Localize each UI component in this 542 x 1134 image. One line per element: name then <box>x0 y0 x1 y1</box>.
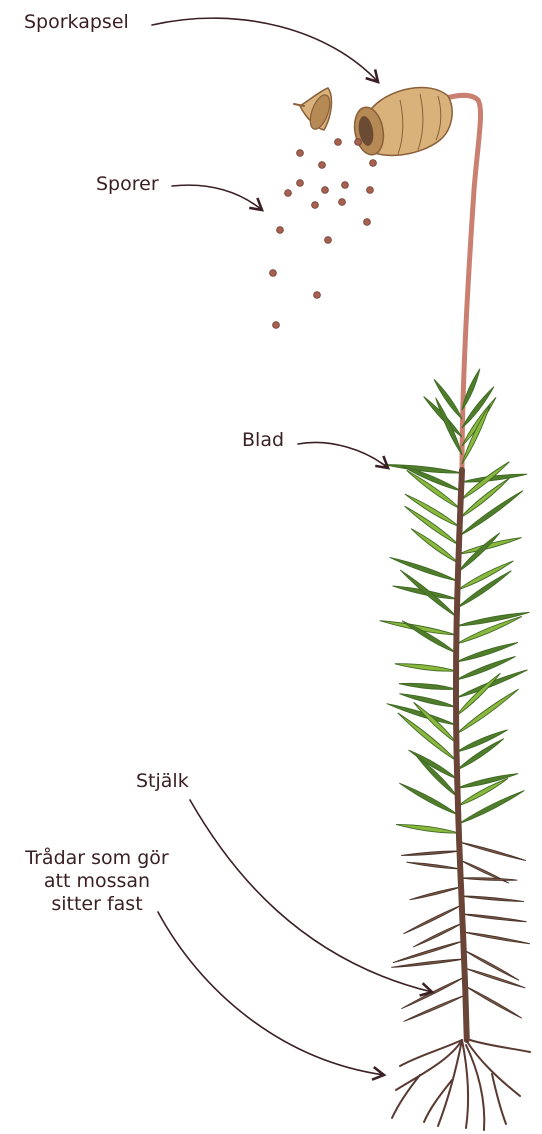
leaf <box>404 995 466 1022</box>
arrow-blad <box>298 442 388 468</box>
leaf <box>403 905 461 934</box>
rhizoids <box>392 1040 530 1130</box>
spore <box>342 182 349 189</box>
spore <box>335 139 342 146</box>
leaf <box>396 824 459 833</box>
leaf <box>390 557 458 581</box>
leaf <box>459 791 525 824</box>
spore-capsule <box>351 87 452 157</box>
arrow-tradar <box>158 912 384 1075</box>
leaf <box>462 914 526 922</box>
leaf <box>436 398 462 455</box>
stem <box>456 470 467 1040</box>
leaf <box>406 862 460 869</box>
spore <box>297 150 304 157</box>
leaf <box>407 470 461 509</box>
spore <box>277 227 284 234</box>
leaf <box>411 529 458 563</box>
spore <box>367 187 374 194</box>
label-sporer: Sporer <box>96 173 159 196</box>
spore <box>319 162 326 169</box>
leaf <box>461 878 518 881</box>
leafy-shoot <box>380 369 530 1040</box>
label-tradar: Trådar som gör att mossan sitter fast <box>12 847 182 915</box>
leaf <box>384 465 462 474</box>
spore <box>364 219 371 226</box>
capsule-lid <box>294 88 334 132</box>
leaf <box>463 932 530 944</box>
leaf <box>387 704 456 725</box>
leaf <box>395 664 456 671</box>
leaf <box>465 986 522 1018</box>
spore-dots <box>270 139 377 329</box>
arrow-sporkapsel <box>152 18 378 82</box>
arrow-sporer <box>172 185 262 210</box>
spore <box>314 292 321 299</box>
leaf <box>457 774 518 788</box>
leaf <box>402 621 456 653</box>
spore <box>270 270 277 277</box>
spore <box>273 322 280 329</box>
leaf <box>410 887 461 900</box>
spore <box>339 199 346 206</box>
leaf <box>459 842 526 861</box>
leaf <box>457 612 530 626</box>
spore <box>285 190 292 197</box>
leaf <box>399 683 456 689</box>
leaf <box>459 491 523 536</box>
label-blad: Blad <box>242 429 284 452</box>
label-stjalk: Stjälk <box>136 770 189 793</box>
leaf <box>401 851 459 855</box>
spore <box>312 202 319 209</box>
leaf <box>399 694 456 707</box>
spore <box>355 139 362 146</box>
arrow-stjalk <box>190 800 432 992</box>
spore <box>370 160 377 167</box>
spore <box>325 237 332 244</box>
spore <box>322 187 329 194</box>
leaf <box>461 896 523 902</box>
spore <box>297 180 304 187</box>
leaf <box>401 977 464 1009</box>
label-sporkapsel: Sporkapsel <box>24 11 129 34</box>
